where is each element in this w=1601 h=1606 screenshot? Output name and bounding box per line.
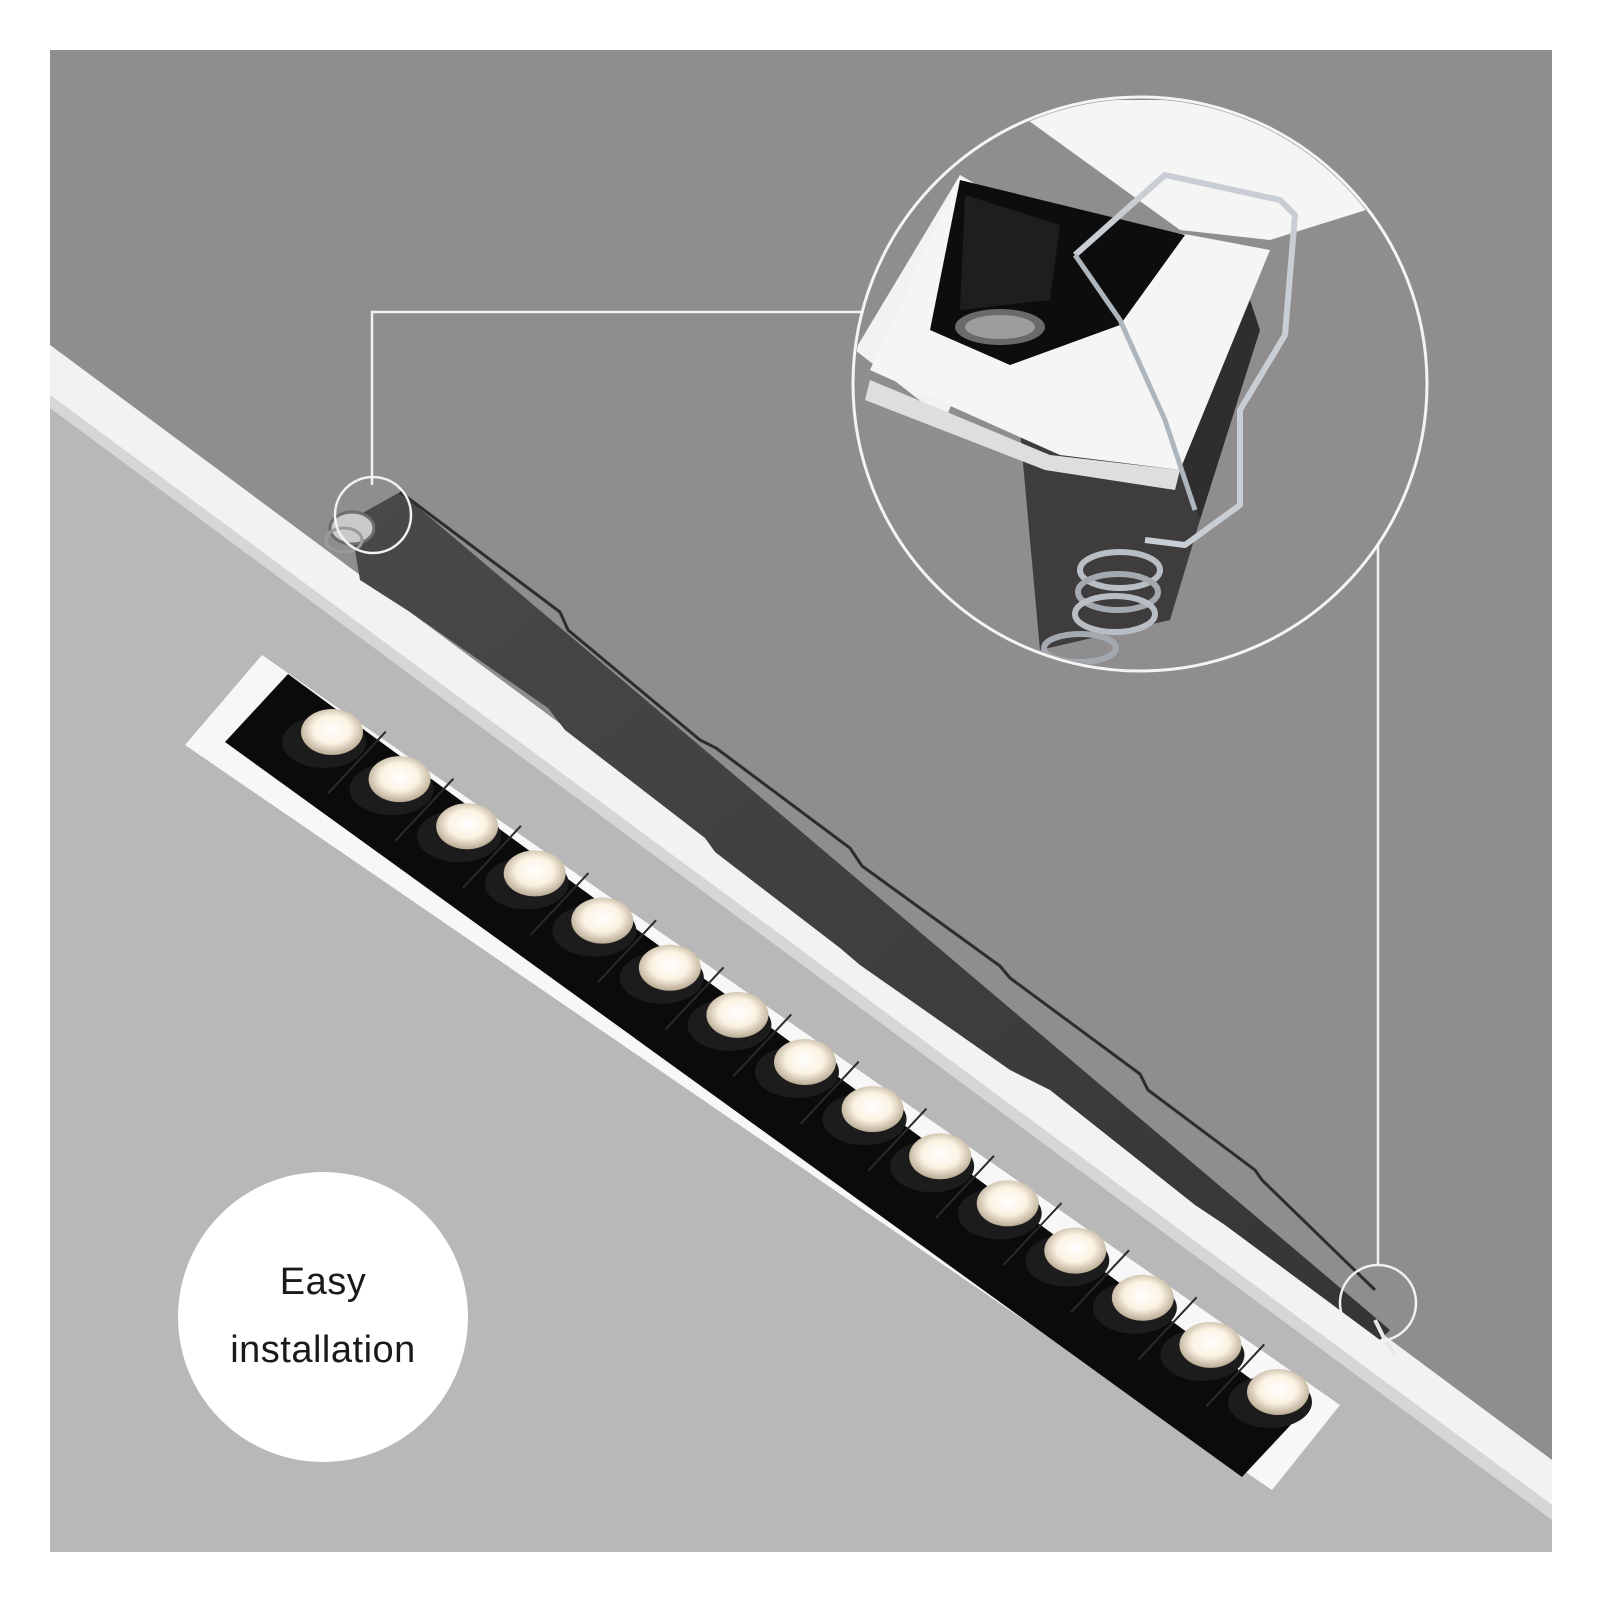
zoom-detail <box>851 95 1429 673</box>
coil-spring <box>1041 549 1163 665</box>
reflector-divider <box>394 778 455 842</box>
led-lens <box>774 1039 836 1085</box>
led-lens <box>1179 1321 1242 1368</box>
feature-line-1: Easy <box>279 1261 367 1304</box>
housing-body <box>350 492 1390 1340</box>
led-lens <box>638 944 701 991</box>
led-lens <box>368 756 431 803</box>
reflector-divider <box>1205 1343 1265 1408</box>
reflector-divider <box>1002 1202 1063 1266</box>
reflector-divider <box>327 730 387 795</box>
marker-circle-left <box>333 475 413 555</box>
marker-circle-right <box>1338 1263 1418 1343</box>
led-lens <box>841 1086 904 1133</box>
led-lens <box>436 803 499 850</box>
reflector-divider <box>867 1108 928 1172</box>
ceiling-edge <box>50 345 1552 1505</box>
reflector-divider <box>664 966 725 1030</box>
led-lens <box>706 991 769 1038</box>
reflector-divider <box>1137 1296 1198 1360</box>
reflector-divider <box>800 1060 860 1125</box>
reflector-divider <box>1070 1249 1130 1313</box>
reflector-divider <box>597 919 657 983</box>
reflector-divider <box>462 825 522 889</box>
reflector-divider <box>732 1013 792 1078</box>
led-lens <box>909 1133 972 1180</box>
led-lens <box>503 850 566 897</box>
led-lens <box>1111 1274 1174 1321</box>
feature-line-2: installation <box>230 1329 416 1371</box>
led-lens <box>1044 1227 1107 1274</box>
led-lens <box>1247 1369 1309 1415</box>
feature-badge: Easy installation <box>178 1172 468 1462</box>
led-lens <box>301 709 363 755</box>
led-lens <box>976 1180 1039 1227</box>
reflector-divider <box>529 872 590 936</box>
callout-line-left <box>370 310 862 485</box>
led-lens <box>571 897 634 944</box>
reflector-divider <box>935 1155 995 1219</box>
